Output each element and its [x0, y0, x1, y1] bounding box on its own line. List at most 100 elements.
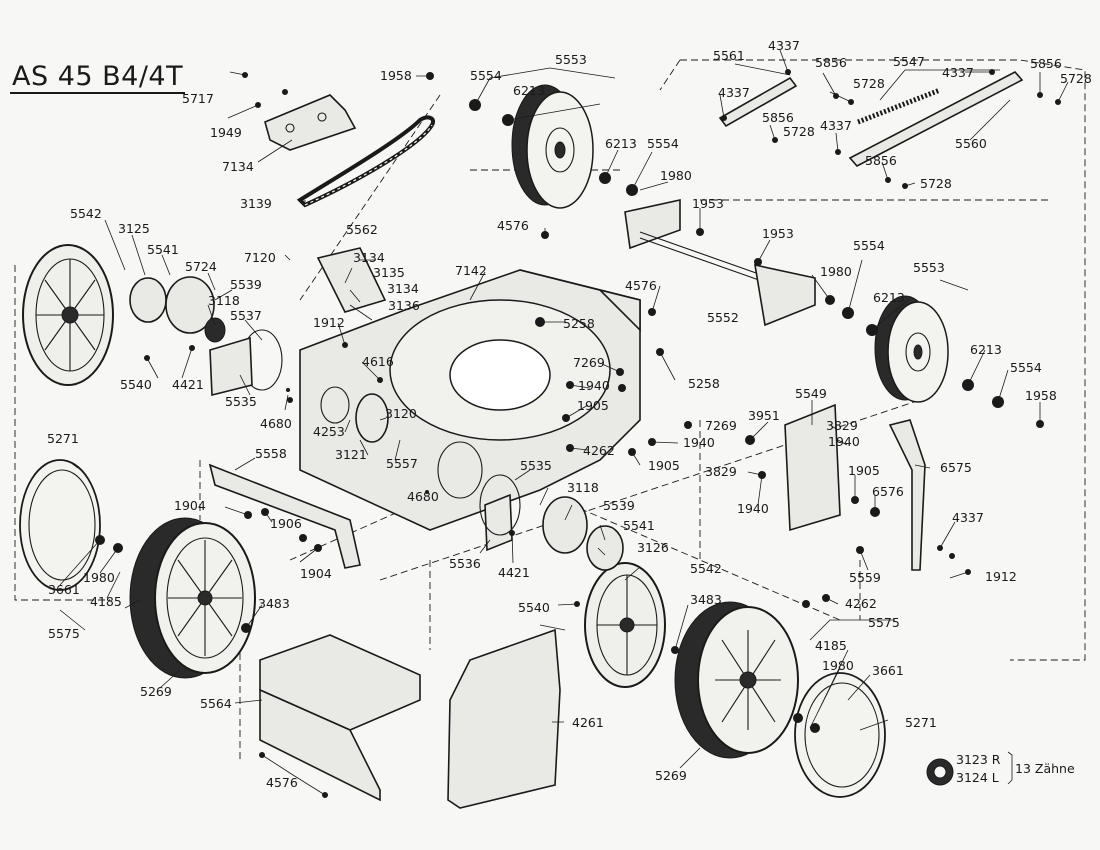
blade-7134: [264, 94, 357, 151]
part-label: 1905: [648, 458, 680, 473]
part-label: 1906: [270, 516, 302, 531]
part-label: 3126: [637, 540, 669, 555]
part-label: 5561: [713, 48, 745, 63]
part-label: 5552: [707, 310, 739, 325]
part-label: 5535: [225, 394, 257, 409]
part-label: 5554: [1010, 360, 1042, 375]
part-label: 1980: [660, 168, 692, 183]
gear-note-teeth: 13 Zähne: [1015, 761, 1075, 776]
part-label: 6213: [513, 83, 545, 98]
rear-axle-5552: [624, 199, 816, 327]
part-label: 7120: [244, 250, 276, 265]
drive-wheel-5542-right: [584, 562, 666, 688]
part-label: 1958: [380, 68, 412, 83]
part-label: 5549: [795, 386, 827, 401]
height-rods: [718, 70, 1024, 168]
part-label: 5728: [853, 76, 885, 91]
part-number-labels: 5717 1949 7134 3139 1958 5554 5553 6213 …: [47, 38, 1092, 790]
part-label: 3483: [690, 592, 722, 607]
part-label: 5539: [603, 498, 635, 513]
part-label: 4576: [497, 218, 529, 233]
front-bar-5558: [208, 463, 361, 569]
part-label: 5559: [849, 570, 881, 585]
part-label: 5564: [200, 696, 232, 711]
part-label: 5717: [182, 91, 214, 106]
part-label: 7142: [455, 263, 487, 278]
mower-deck-7142: [299, 269, 641, 531]
part-label: 3139: [240, 196, 272, 211]
part-label: 4262: [845, 596, 877, 611]
hubcap-5271-left: [19, 459, 101, 591]
part-label: 3135: [373, 265, 405, 280]
part-label: 5258: [563, 316, 595, 331]
part-label: 6213: [873, 290, 905, 305]
part-label: 1949: [210, 125, 242, 140]
grass-box-5564: [259, 634, 421, 802]
part-label: 5728: [1060, 71, 1092, 86]
part-label: 3661: [872, 663, 904, 678]
part-label: 4261: [572, 715, 604, 730]
gear-housing-left: [129, 276, 283, 397]
leader-lines: [59, 49, 1069, 796]
part-label: 1905: [848, 463, 880, 478]
rear-wheel-right: [874, 295, 949, 403]
part-label: 5547: [893, 54, 925, 69]
part-label: 6575: [940, 460, 972, 475]
part-label: 3829: [826, 418, 858, 433]
part-label: 5856: [815, 55, 847, 70]
part-label: 4576: [266, 775, 298, 790]
part-label: 5269: [655, 768, 687, 783]
part-label: 5539: [230, 277, 262, 292]
front-wheel-left: [129, 517, 256, 679]
part-label: 4576: [625, 278, 657, 293]
part-label: 1940: [828, 434, 860, 449]
part-label: 5271: [47, 431, 79, 446]
gear-3123-icon: [926, 758, 954, 786]
part-label: 4337: [942, 65, 974, 80]
part-label: 4680: [407, 489, 439, 504]
part-label: 5553: [555, 52, 587, 67]
part-label: 3125: [118, 221, 150, 236]
part-label: 3661: [48, 582, 80, 597]
part-label: 1980: [820, 264, 852, 279]
part-label: 4680: [260, 416, 292, 431]
part-label: 3121: [335, 447, 367, 462]
part-label: 5575: [48, 626, 80, 641]
belt-3139: [296, 115, 435, 208]
part-label: 4185: [90, 594, 122, 609]
part-label: 3951: [748, 408, 780, 423]
part-label: 4337: [820, 118, 852, 133]
part-label: 7269: [573, 355, 605, 370]
part-label: 4421: [498, 565, 530, 580]
part-label: 5541: [147, 242, 179, 257]
part-label: 6576: [872, 484, 904, 499]
part-label: 1904: [174, 498, 206, 513]
part-label: 4421: [172, 377, 204, 392]
part-label: 1905: [577, 398, 609, 413]
part-label: 6213: [605, 136, 637, 151]
rear-guard-4261: [447, 628, 561, 809]
part-label: 5554: [647, 136, 679, 151]
part-label: 5258: [688, 376, 720, 391]
part-label: 5575: [868, 615, 900, 630]
part-label: 1953: [692, 196, 724, 211]
hubcap-5271-right: [794, 672, 886, 798]
part-label: 3483: [258, 596, 290, 611]
part-label: 1904: [300, 566, 332, 581]
part-label: 3134: [353, 250, 385, 265]
part-label: 5269: [140, 684, 172, 699]
gear-housing-right: [479, 474, 624, 571]
part-label: 1912: [313, 315, 345, 330]
part-label: 1953: [762, 226, 794, 241]
diagram-title: AS 45 B4/4T: [10, 61, 186, 94]
gear-note-l: 3124 L: [956, 770, 999, 785]
part-label: 1980: [83, 570, 115, 585]
part-label: 4616: [362, 354, 394, 369]
part-label: 1940: [578, 378, 610, 393]
part-label: 5728: [783, 124, 815, 139]
part-label: 5724: [185, 259, 217, 274]
part-label: 5540: [120, 377, 152, 392]
part-label: 5271: [905, 715, 937, 730]
part-label: 6213: [970, 342, 1002, 357]
part-label: 3829: [705, 464, 737, 479]
